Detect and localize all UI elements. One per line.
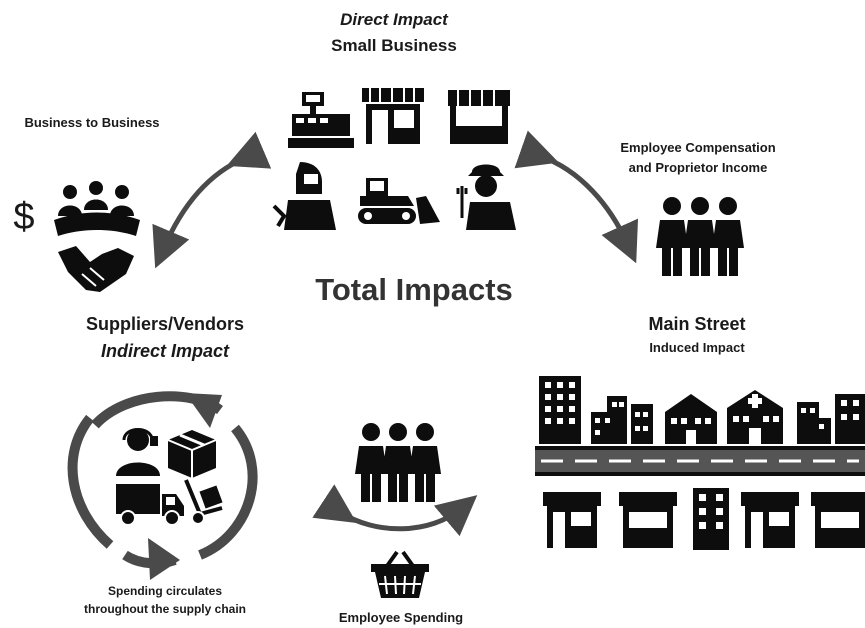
compensation-label-line1: Employee Compensation — [620, 140, 776, 155]
meeting-icon — [54, 181, 140, 236]
electrician-icon — [456, 164, 516, 230]
people-group-icon — [656, 197, 744, 276]
arrow-cycle-right — [197, 424, 258, 560]
handshake-icon — [58, 246, 134, 292]
main-street-town — [535, 376, 865, 550]
storefront-icon — [362, 88, 424, 144]
arrow-compensation — [514, 130, 639, 264]
arrow-cycle-top-head — [185, 393, 222, 428]
bulldozer-icon — [358, 178, 440, 224]
cash-register-icon — [288, 92, 354, 148]
supply-chain-label-line1: Spending circulates — [107, 584, 223, 598]
suppliers-heading: Suppliers/Vendors — [85, 314, 245, 334]
total-impacts-title: Total Impacts — [315, 272, 513, 307]
shopping-basket-icon — [371, 550, 429, 598]
package-icon — [167, 430, 217, 478]
employee-spending-label: Employee Spending — [338, 610, 464, 625]
main-street-heading: Main Street — [648, 314, 746, 334]
dollar-sign: $ — [13, 196, 35, 238]
arrow-cycle-left — [67, 414, 114, 549]
spending-people-icon — [355, 423, 441, 502]
road-icon — [535, 446, 865, 476]
customer-service-icon — [116, 428, 160, 476]
delivery-truck-icon — [116, 484, 184, 526]
arrow-employee-spending — [312, 484, 478, 537]
hand-truck-icon — [184, 479, 223, 525]
compensation-label-line2: and Proprietor Income — [628, 160, 768, 175]
b2b-label: Business to Business — [24, 115, 160, 130]
supply-chain-label-line2: throughout the supply chain — [84, 602, 246, 616]
arrow-b2b — [152, 131, 272, 269]
indirect-impact-heading: Indirect Impact — [100, 341, 230, 361]
welder-icon — [272, 162, 336, 230]
induced-impact-heading: Induced Impact — [649, 340, 745, 355]
arrow-cycle-bottom-head — [148, 538, 180, 580]
market-stall-icon — [448, 90, 510, 144]
direct-impact-heading: Direct Impact — [340, 10, 448, 29]
small-business-heading: Small Business — [331, 36, 457, 55]
